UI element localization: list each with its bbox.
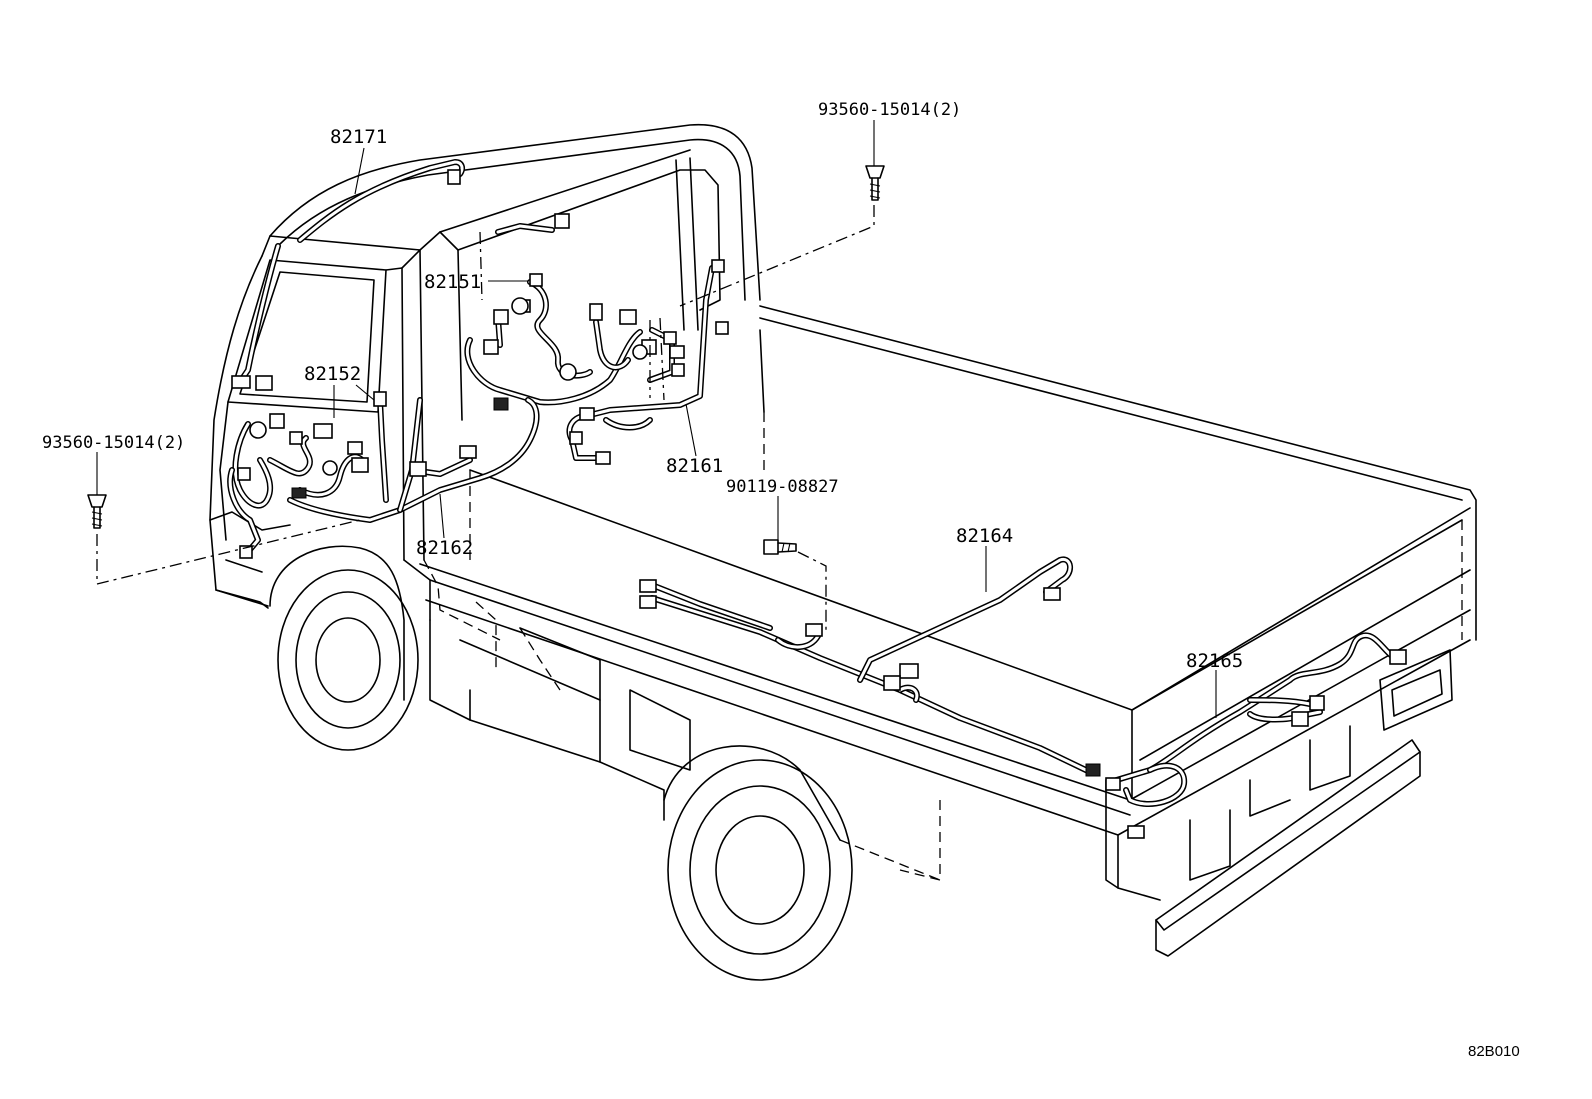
label-fastener-bolt: 90119-08827 <box>726 477 839 497</box>
harness-82164 <box>639 556 1101 777</box>
harness-82171 <box>231 159 466 391</box>
harness-82165 <box>1105 632 1407 839</box>
label-fastener-left: 93560-15014(2) <box>42 433 185 453</box>
label-82152: 82152 <box>304 363 361 385</box>
truck-outline <box>209 123 1477 981</box>
phantom-lines <box>96 205 875 632</box>
hidden-lines <box>423 412 1463 881</box>
label-82151: 82151 <box>424 271 481 293</box>
diagram-code: 82B010 <box>1468 1043 1520 1060</box>
clip-fastener-left <box>87 494 107 529</box>
label-82162: 82162 <box>416 537 473 559</box>
label-82161: 82161 <box>666 455 723 477</box>
bolt-fastener <box>763 539 797 555</box>
label-82164: 82164 <box>956 525 1013 547</box>
part-labels: 82171 82151 82152 82161 82162 82164 8216… <box>42 100 1520 1060</box>
clip-fastener-top <box>865 165 885 201</box>
label-82165: 82165 <box>1186 650 1243 672</box>
harness-82152 <box>227 391 540 559</box>
harness-82151 <box>464 213 729 465</box>
leader-lines <box>96 120 1217 718</box>
label-fastener-top: 93560-15014(2) <box>818 100 961 120</box>
label-82171: 82171 <box>330 126 387 148</box>
